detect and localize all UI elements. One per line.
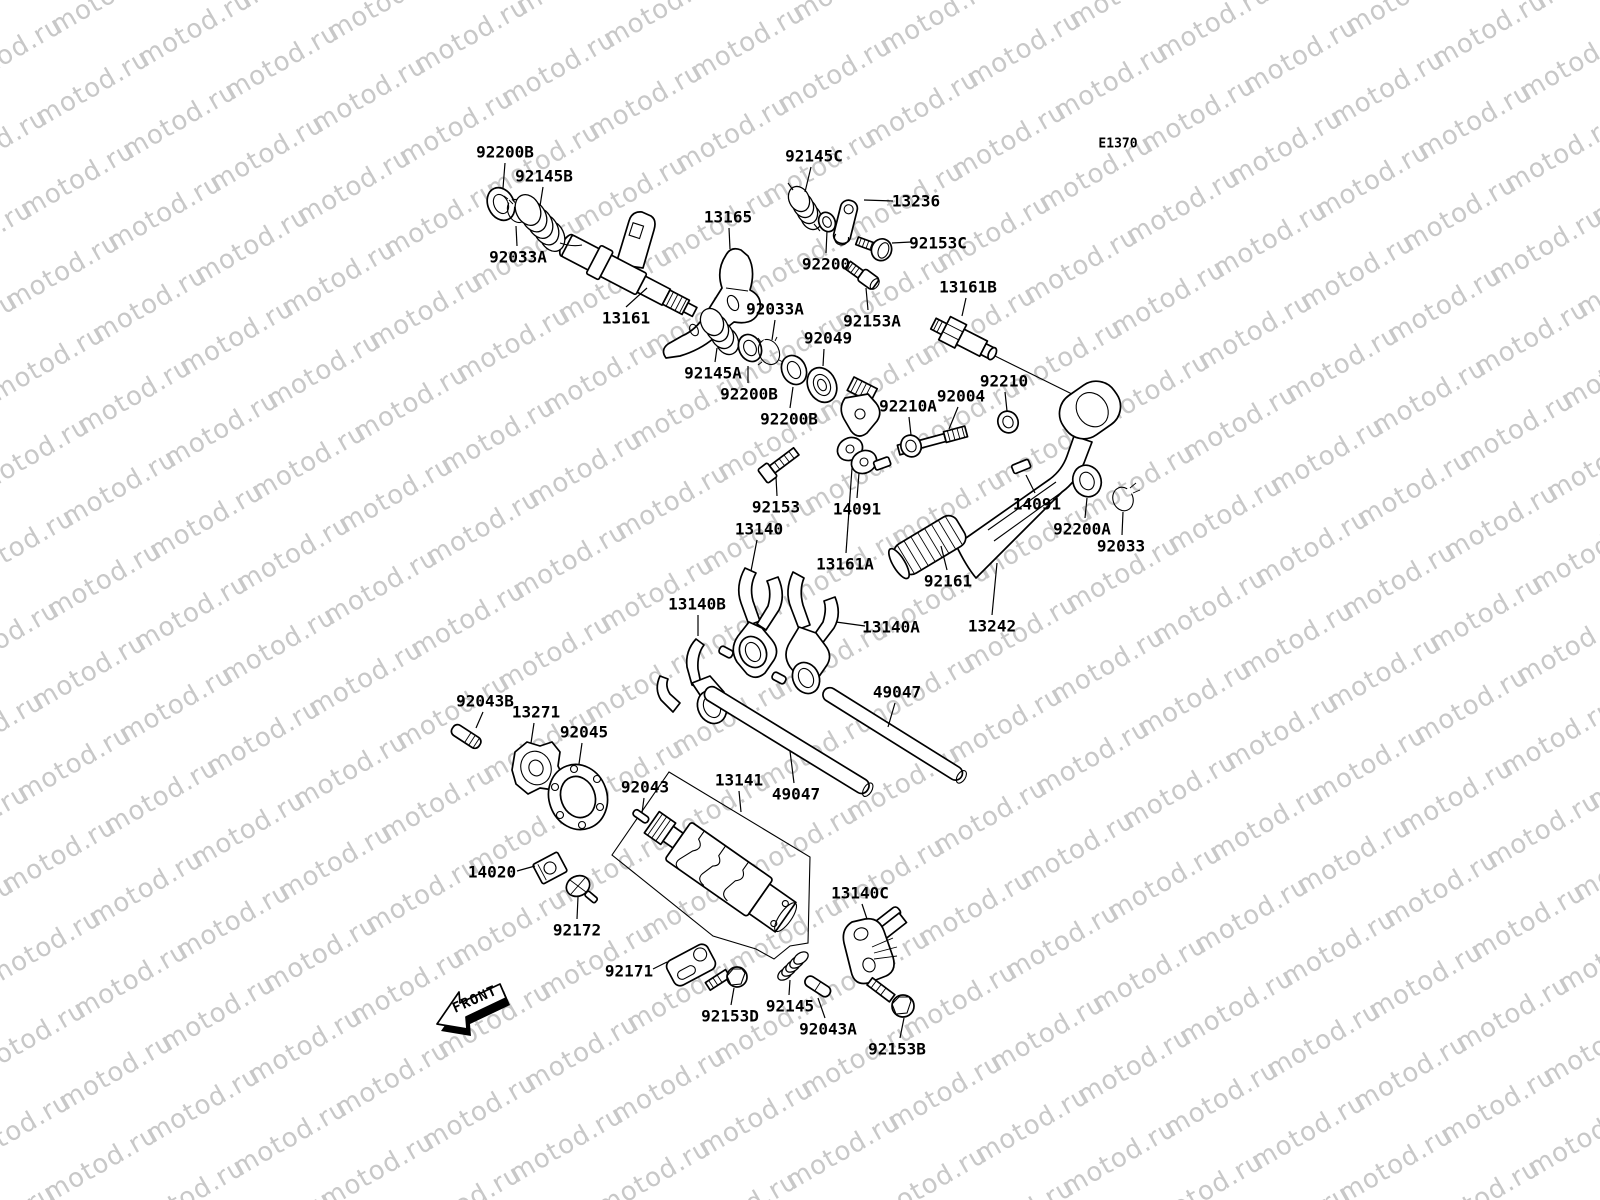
part-shift-shaft-13161 bbox=[558, 233, 698, 318]
leader-line-92153a bbox=[865, 287, 869, 311]
leader-line-92004 bbox=[948, 406, 959, 430]
front-direction-arrow: FRONT bbox=[436, 983, 510, 1036]
leader-line-92145a bbox=[714, 347, 718, 363]
leader-line-92200b bbox=[502, 162, 506, 189]
leader-line-92033a bbox=[771, 319, 776, 341]
part-nut-92210a bbox=[899, 434, 923, 458]
part-spring-92145a bbox=[699, 307, 740, 356]
part-pin-92043a bbox=[804, 975, 832, 998]
leader-line-92153b bbox=[899, 1017, 905, 1039]
leader-line-13161b bbox=[961, 297, 967, 317]
leader-line-92153d bbox=[730, 987, 735, 1006]
leader-line-14091 bbox=[1025, 474, 1036, 494]
part-oil-seal-92049 bbox=[806, 366, 838, 404]
leader-line-13140 bbox=[750, 539, 758, 572]
part-pawl-link-13236 bbox=[832, 199, 859, 246]
leader-line-92145 bbox=[788, 979, 791, 996]
leader-line-49047 bbox=[789, 750, 795, 784]
leader-line-13140a bbox=[835, 621, 866, 627]
leader-line-13161a bbox=[845, 467, 853, 554]
part-shift-pedal-13242 bbox=[887, 380, 1122, 580]
leader-lines bbox=[475, 162, 1124, 1039]
part-bolt-92153d bbox=[704, 966, 748, 992]
leader-line-92043a bbox=[817, 997, 826, 1019]
part-shift-fork-13140 bbox=[718, 567, 784, 679]
drum-outline-box bbox=[611, 771, 811, 960]
leader-line-92153c bbox=[891, 241, 912, 244]
leader-line-92145c bbox=[804, 166, 812, 193]
leader-line-92172 bbox=[576, 896, 579, 920]
leader-line-92210a bbox=[908, 416, 912, 436]
part-screw-92172 bbox=[565, 874, 599, 904]
part-plate-14020 bbox=[532, 851, 568, 885]
leader-line-13165 bbox=[728, 227, 731, 250]
part-bolt-92153a bbox=[844, 260, 880, 290]
part-washer-92200 bbox=[817, 211, 837, 233]
part-shift-fork-13140a bbox=[771, 571, 840, 695]
part-nut-92210 bbox=[996, 410, 1020, 434]
part-return-spring-92145b bbox=[514, 193, 583, 253]
part-bushing-92200b-3 bbox=[780, 354, 808, 386]
part-washer-92200a bbox=[1071, 464, 1103, 498]
leader-line-92043 bbox=[641, 797, 645, 814]
part-pin-92043 bbox=[632, 808, 650, 824]
part-circlip-92033 bbox=[1112, 482, 1141, 512]
part-pawl-spring-92145c bbox=[787, 182, 823, 232]
leader-line-92161 bbox=[940, 545, 948, 571]
leader-line-49047 bbox=[887, 702, 896, 728]
diagram-code: E1370 bbox=[1098, 136, 1138, 152]
leader-line-13140c bbox=[861, 903, 868, 920]
leader-line-92200 bbox=[825, 230, 828, 254]
leader-line-92200b bbox=[789, 386, 794, 409]
leader-line-13236 bbox=[863, 199, 894, 202]
leader-line-13161 bbox=[625, 287, 648, 308]
leader-line-13242 bbox=[991, 562, 998, 616]
leader-line-92033 bbox=[1121, 511, 1124, 536]
leader-line-92033a bbox=[515, 225, 518, 247]
leader-line-14091 bbox=[856, 472, 860, 499]
part-detent-spring-92145 bbox=[777, 951, 809, 981]
part-shift-rod-13161a bbox=[836, 376, 892, 475]
leader-line-13271 bbox=[530, 722, 535, 744]
leader-line-14020 bbox=[516, 865, 536, 872]
part-shift-shaft-arm bbox=[615, 211, 656, 269]
part-plate-92171 bbox=[665, 943, 717, 987]
part-bolt-92153 bbox=[757, 446, 800, 484]
part-shift-mechanism-arm-13165 bbox=[662, 247, 762, 359]
part-fork-rod-49047-right bbox=[822, 686, 967, 784]
part-pivot-14091-right bbox=[1010, 458, 1032, 475]
part-pedal-rubber-92161 bbox=[887, 514, 967, 580]
part-bolt-92153c bbox=[854, 236, 893, 262]
leader-line-92145b bbox=[539, 186, 544, 207]
leader-line-92043b bbox=[475, 711, 484, 729]
leader-line-92045 bbox=[578, 742, 583, 765]
leader-line-92200a bbox=[1084, 497, 1088, 519]
leader-line-92171 bbox=[652, 961, 668, 970]
part-gear-positioning-lever-13140c bbox=[842, 906, 908, 985]
part-bolt-92153b bbox=[866, 976, 915, 1018]
part-fork-rod-49047-left bbox=[703, 685, 874, 797]
part-shift-drum-13141 bbox=[643, 810, 798, 933]
leader-line-92210 bbox=[1004, 391, 1008, 412]
leader-line-92049 bbox=[822, 348, 825, 367]
part-bearing-92045 bbox=[547, 763, 609, 831]
part-journal-13161b bbox=[929, 315, 1079, 398]
leader-line-13141 bbox=[738, 790, 742, 813]
leader-line-92153 bbox=[775, 476, 778, 497]
part-washer-92200b-2 bbox=[737, 333, 763, 363]
part-pin-92043b bbox=[450, 723, 482, 750]
part-circlip-92033a-2 bbox=[757, 336, 784, 366]
